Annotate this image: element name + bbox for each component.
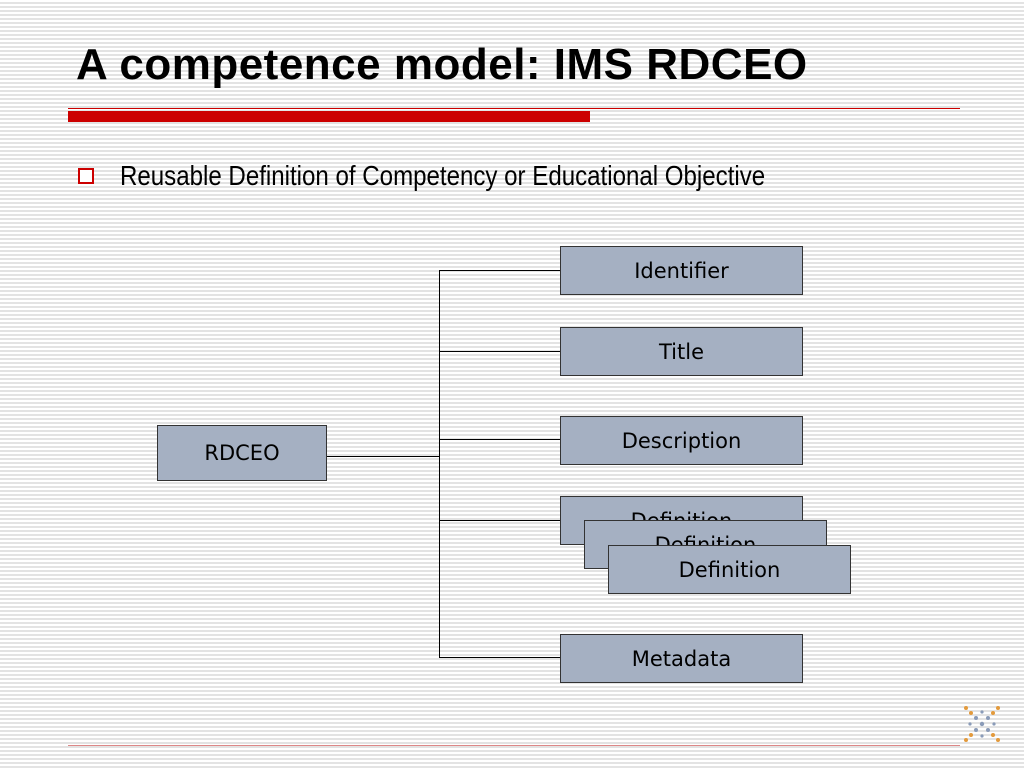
footer-rule [68,745,960,746]
title-underline-thick [68,111,590,122]
dotted-x-logo-icon [964,706,1000,742]
slide-title: A competence model: IMS RDCEO [76,40,808,89]
node-description: Description [560,416,803,465]
node-title: Title [560,327,803,376]
connector-definition [439,520,560,521]
node-metadata: Metadata [560,634,803,683]
bullet-text: Reusable Definition of Competency or Edu… [120,160,766,191]
bullet-square-icon [78,168,94,184]
node-rdceo: RDCEO [157,425,327,481]
connector-root-horizontal [327,456,440,457]
connector-metadata [439,657,560,658]
connector-description [439,439,560,440]
title-underline-thin [68,108,960,109]
node-identifier: Identifier [560,246,803,295]
bullet-item: Reusable Definition of Competency or Edu… [78,160,870,192]
connector-trunk-vertical [439,270,440,658]
node-definition-front: Definition [608,545,851,594]
connector-identifier [439,270,560,271]
connector-title [439,351,560,352]
